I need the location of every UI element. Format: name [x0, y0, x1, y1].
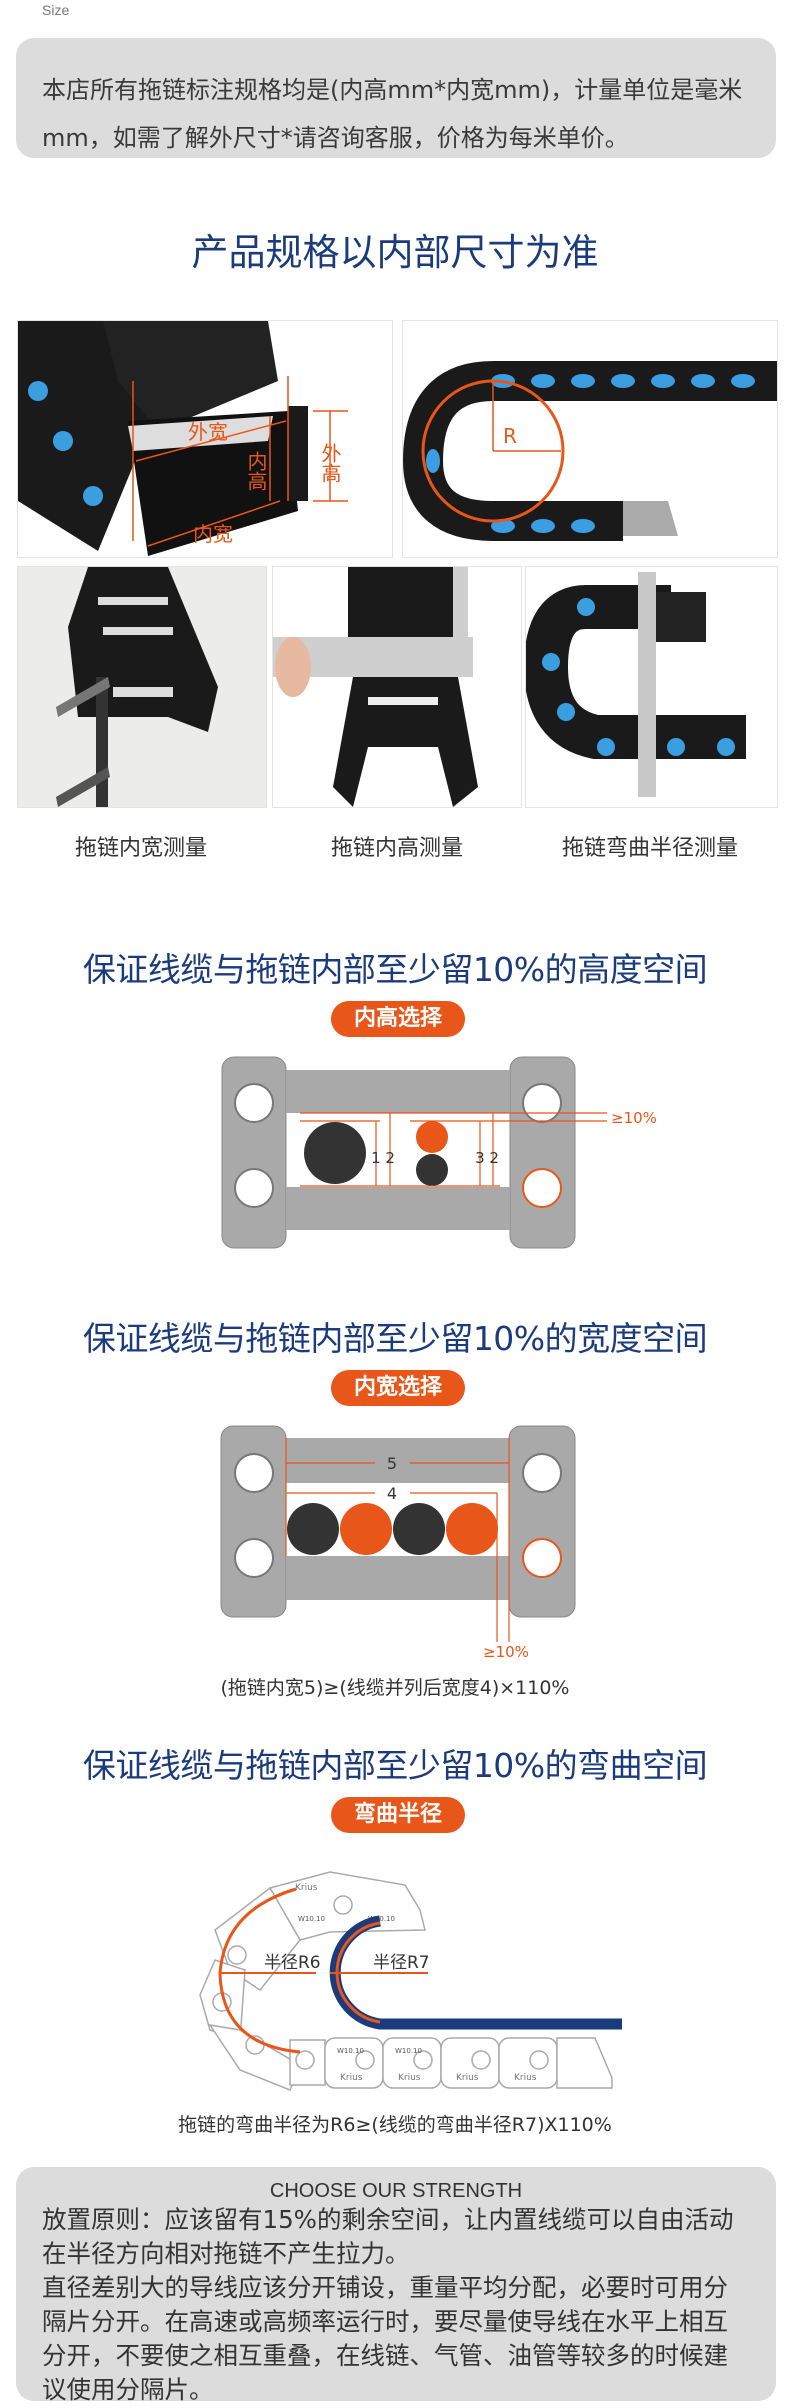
- caption-bend-radius: 拖链弯曲半径测量: [561, 836, 738, 861]
- chain-brand-label: Krius: [295, 1883, 318, 1893]
- label-outer-height: 外高: [318, 443, 342, 483]
- chain-model-label: W10.10: [368, 1915, 395, 1923]
- tips-panel: CHOOSE OUR STRENGTH 放置原则：应该留有15%的剩余空间，让内…: [16, 2167, 776, 2404]
- photo-inner-height-measure: [272, 566, 522, 808]
- inner-width-label: 4: [387, 1484, 397, 1503]
- photo-chain-radius: R: [402, 320, 778, 558]
- chain-model-label: W10.10: [395, 2047, 422, 2055]
- width-formula: (拖链内宽5)≥(线缆并列后宽度4)×110%: [220, 1677, 570, 1699]
- section-height-title: 保证线缆与拖链内部至少留10%的高度空间: [82, 950, 708, 989]
- bend-diagram: Krius W10.10 W10.10 Krius Krius Krius Kr…: [199, 1871, 622, 2091]
- caption-inner-width: 拖链内宽测量: [74, 836, 207, 861]
- label-inner-width: 内宽: [193, 522, 233, 546]
- inner-width-measure-illustration: [56, 567, 218, 807]
- label-radius: R: [503, 424, 517, 448]
- chain-brand-label: Krius: [514, 2073, 537, 2083]
- chain-model-label: W10.10: [298, 1915, 325, 1923]
- notice-text: 本店所有拖链标注规格均是(内高mm*内宽mm)，计量单位是毫米mm，如需了解外尺…: [42, 76, 743, 152]
- r7-label: 半径R7: [373, 1953, 430, 1973]
- margin-label: ≥10%: [611, 1109, 657, 1127]
- tips-heading: CHOOSE OUR STRENGTH: [269, 2180, 523, 2202]
- photo-chain-dimensions: 外宽 内高 外高 内宽: [17, 320, 393, 558]
- outer-width-label: 5: [387, 1454, 397, 1473]
- bend-radius-measure-illustration: [526, 572, 746, 797]
- badge-bend-radius: 弯曲半径: [331, 1797, 465, 1833]
- margin-label: ≥10%: [483, 1643, 529, 1661]
- chain-brand-label: Krius: [456, 2073, 479, 2083]
- size-label: Size: [42, 2, 70, 18]
- tips-paragraph: 放置原则：应该留有15%的剩余空间，让内置线缆可以自由活动在半径方向相对拖链不产…: [42, 2205, 734, 2268]
- photo-inner-width-measure: [17, 566, 267, 808]
- section-width-title: 保证线缆与拖链内部至少留10%的宽度空间: [82, 1319, 708, 1358]
- notice-panel: 本店所有拖链标注规格均是(内高mm*内宽mm)，计量单位是毫米mm，如需了解外尺…: [16, 38, 776, 158]
- chain-radius-illustration: R: [403, 361, 777, 541]
- badge-inner-height: 内高选择: [331, 1001, 465, 1037]
- dim-label-right: 3 2: [475, 1149, 499, 1167]
- dim-label-left: 1 2: [371, 1149, 395, 1167]
- chain-dimensions-illustration: 外宽 内高 外高 内宽: [18, 321, 348, 556]
- caption-inner-height: 拖链内高测量: [330, 836, 463, 861]
- chain-brand-label: Krius: [398, 2073, 421, 2083]
- tips-paragraph: 直径差别大的导线应该分开铺设，重量平均分配，必要时可用分隔片分开。在高速或高频率…: [42, 2273, 728, 2404]
- r6-label: 半径R6: [264, 1953, 321, 1973]
- photo-bend-radius-measure: [525, 566, 778, 808]
- label-inner-height: 内高: [244, 451, 268, 491]
- section-bend-title: 保证线缆与拖链内部至少留10%的弯曲空间: [82, 1746, 708, 1785]
- cable-blue: [329, 1915, 622, 2030]
- chain-model-label: W10.10: [337, 2047, 364, 2055]
- page-title: 产品规格以内部尺寸为准: [191, 231, 599, 274]
- width-diagram: 5 4 ≥10%: [220, 1425, 576, 1661]
- bend-formula: 拖链的弯曲半径为R6≥(线缆的弯曲半径R7)X110%: [178, 2114, 612, 2136]
- inner-height-measure-illustration: [273, 567, 478, 807]
- label-outer-width: 外宽: [188, 420, 228, 444]
- height-diagram: 1 2 3 2 ≥10%: [221, 1056, 657, 1249]
- badge-inner-width: 内宽选择: [331, 1370, 465, 1406]
- chain-brand-label: Krius: [340, 2073, 363, 2083]
